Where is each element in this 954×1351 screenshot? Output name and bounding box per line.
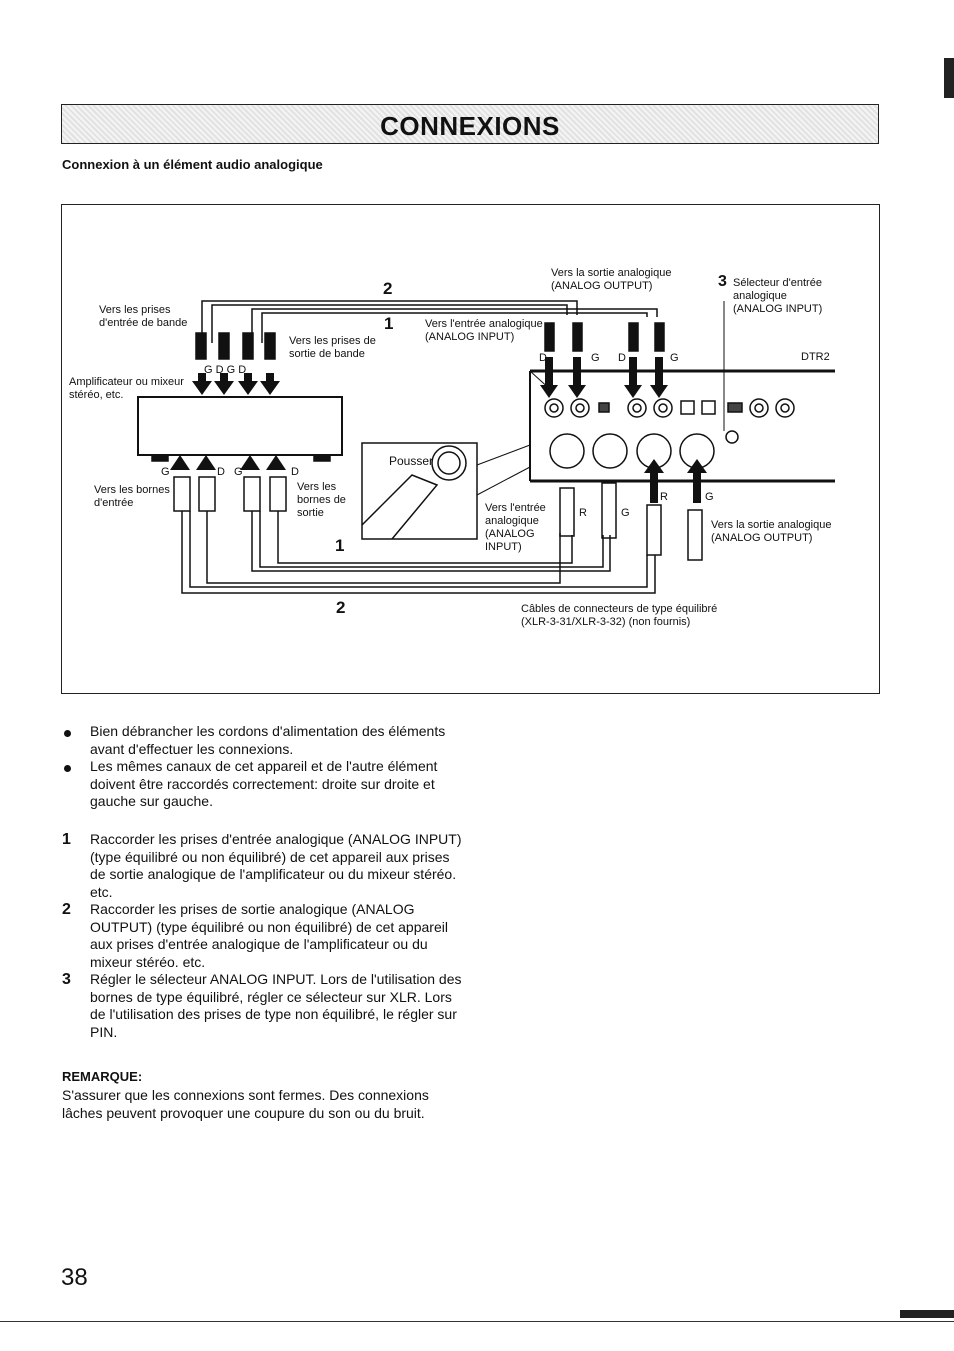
connection-diagram: 2 1 1 2 3 Vers les prises d'entrée de ba… bbox=[61, 204, 880, 694]
label-g4: G bbox=[705, 491, 714, 503]
label-num-2-bottom: 2 bbox=[336, 598, 346, 617]
label-d1: D bbox=[217, 466, 225, 478]
label-dg-g1: G bbox=[591, 352, 600, 364]
bullet-item: Les mêmes canaux de cet appareil et de l… bbox=[62, 758, 462, 811]
rca-plugs-left bbox=[195, 332, 276, 360]
label-num-3: 3 bbox=[718, 273, 727, 290]
diagram-drawing bbox=[137, 300, 835, 594]
remark-heading: REMARQUE: bbox=[62, 1069, 143, 1084]
label-amplifier: Amplificateur ou mixeur stéréo, etc. bbox=[69, 376, 184, 401]
step-text: Raccorder les prises de sortie analogiqu… bbox=[90, 901, 448, 970]
step-text: Régler le sélecteur ANALOG INPUT. Lors d… bbox=[90, 971, 462, 1040]
footer-rule bbox=[0, 1321, 954, 1322]
dtr2-xlr-jacks bbox=[549, 433, 715, 469]
step-number: 3 bbox=[62, 971, 71, 988]
label-dg-d2: D bbox=[618, 352, 626, 364]
rca-plugs-right bbox=[544, 322, 665, 352]
label-r1: R bbox=[579, 507, 587, 519]
page-title: CONNEXIONS bbox=[380, 111, 560, 141]
xlr-plugs-amp bbox=[173, 476, 287, 512]
bullet-dot bbox=[64, 730, 71, 737]
label-band-in: Vers les prises d'entrée de bande bbox=[99, 304, 188, 329]
bullet-item: Bien débrancher les cordons d'alimentati… bbox=[62, 723, 462, 758]
label-num-1-top: 1 bbox=[384, 314, 394, 333]
label-analog-input-xlr: Vers l'entrée analogique (ANALOG INPUT) bbox=[485, 502, 546, 553]
arrows-down-dtr2 bbox=[540, 357, 668, 398]
bullet-dot bbox=[64, 765, 71, 772]
label-analog-output-top: Vers la sortie analogique (ANALOG OUTPUT… bbox=[551, 267, 672, 292]
label-analog-input-top: Vers l'entrée analogique (ANALOG INPUT) bbox=[425, 318, 543, 343]
edge-mark-bottom bbox=[900, 1310, 954, 1318]
label-cables: Câbles de connecteurs de type équilibré … bbox=[521, 603, 718, 628]
label-r2: R bbox=[660, 491, 668, 503]
edge-mark-top bbox=[944, 58, 954, 98]
label-analog-output-xlr: Vers la sortie analogique (ANALOG OUTPUT… bbox=[711, 519, 832, 544]
label-g1: G bbox=[161, 466, 170, 478]
bullet-list: Bien débrancher les cordons d'alimentati… bbox=[62, 723, 462, 811]
label-dtr2: DTR2 bbox=[801, 351, 830, 363]
step-number: 2 bbox=[62, 901, 71, 918]
step-item: 1 Raccorder les prises d'entrée analogiq… bbox=[62, 831, 462, 901]
label-g2: G bbox=[234, 466, 243, 478]
label-d2: D bbox=[291, 466, 299, 478]
label-num-2-top: 2 bbox=[383, 279, 393, 298]
step-number: 1 bbox=[62, 831, 71, 848]
label-gdgd-top: G D G D bbox=[204, 364, 247, 376]
label-output-terminals: Vers les bornes de sortie bbox=[297, 481, 346, 519]
xlr-plugs-right bbox=[559, 482, 703, 561]
step-list: 1 Raccorder les prises d'entrée analogiq… bbox=[62, 831, 462, 1041]
step-item: 3 Régler le sélecteur ANALOG INPUT. Lors… bbox=[62, 971, 462, 1041]
arrows-up-dtr2 bbox=[644, 459, 707, 503]
arrows-up-amp bbox=[170, 455, 286, 470]
step-text: Raccorder les prises d'entrée analogique… bbox=[90, 831, 462, 900]
label-dg-g2: G bbox=[670, 352, 679, 364]
label-band-out: Vers les prises de sortie de bande bbox=[289, 335, 376, 360]
section-subtitle: Connexion à un élément audio analogique bbox=[62, 157, 323, 172]
label-pousser: Pousser bbox=[389, 454, 434, 468]
arrows-down-amp bbox=[192, 373, 280, 395]
page-number: 38 bbox=[61, 1264, 88, 1291]
step-item: 2 Raccorder les prises de sortie analogi… bbox=[62, 901, 462, 971]
title-bar: CONNEXIONS bbox=[61, 104, 879, 144]
label-num-1-bottom: 1 bbox=[335, 536, 345, 555]
bullet-text: Les mêmes canaux de cet appareil et de l… bbox=[90, 758, 438, 809]
label-input-selector: Sélecteur d'entrée analogique (ANALOG IN… bbox=[733, 277, 823, 315]
bullet-text: Bien débrancher les cordons d'alimentati… bbox=[90, 723, 446, 757]
remark-body: S'assurer que les connexions sont fermes… bbox=[62, 1087, 429, 1121]
label-input-terminals: Vers les bornes d'entrée bbox=[94, 484, 170, 509]
amplifier-box bbox=[137, 396, 343, 456]
label-g3: G bbox=[621, 507, 630, 519]
dtr2-rca-jacks bbox=[544, 398, 795, 444]
label-dg-d1: D bbox=[539, 352, 547, 364]
